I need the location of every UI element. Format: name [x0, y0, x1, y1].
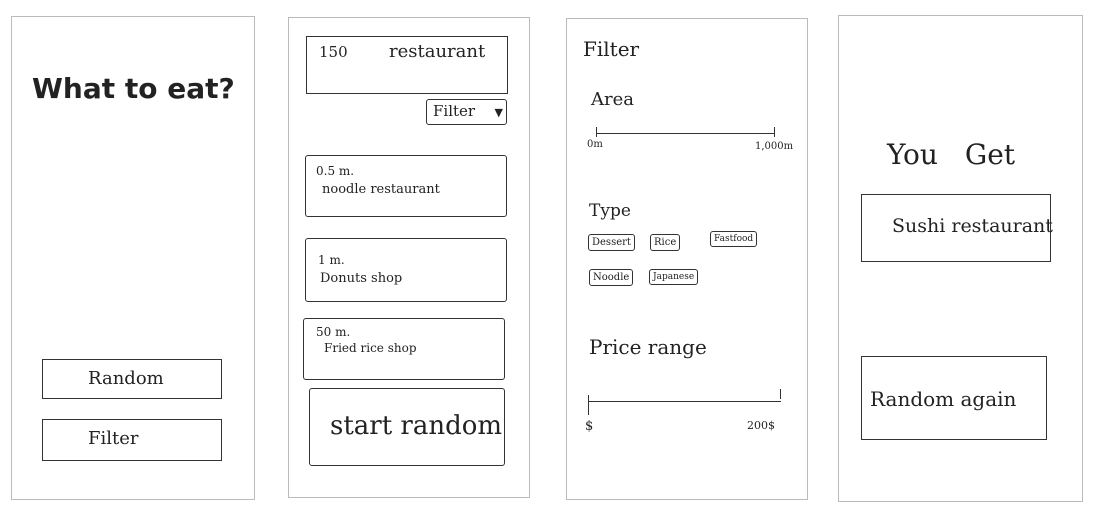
random-button[interactable]: Random	[42, 359, 222, 399]
random-again-button[interactable]: Random again	[861, 356, 1047, 440]
type-chip-rice[interactable]: Rice	[650, 234, 681, 251]
home-title: What to eat?	[32, 72, 235, 105]
filter-button[interactable]: Filter	[42, 419, 222, 461]
type-chip-japanese[interactable]: Japanese	[649, 269, 699, 285]
result-card[interactable]: 1 m. Donuts shop	[305, 238, 507, 302]
filter-title: Filter	[583, 37, 640, 61]
screen-filter: Filter Area 0m 1,000m Type Dessert Rice …	[566, 18, 808, 500]
restaurant-count: 150	[319, 43, 348, 61]
result-card[interactable]: 0.5 m. noodle restaurant	[305, 155, 507, 217]
area-label: Area	[591, 89, 634, 110]
type-chip-noodle[interactable]: Noodle	[589, 269, 634, 286]
restaurant-count-label: restaurant	[389, 41, 486, 62]
filter-dropdown-button[interactable]: Filter ▼	[426, 99, 507, 125]
restaurant-count-box: 150 restaurant	[306, 36, 508, 94]
price-max: 200$	[747, 419, 775, 432]
area-max: 1,000m	[755, 141, 794, 152]
start-random-button[interactable]: start random	[309, 388, 505, 466]
type-chip-dessert[interactable]: Dessert	[588, 234, 635, 251]
type-label: Type	[589, 201, 631, 221]
screen-list: 150 restaurant Filter ▼ 0.5 m. noodle re…	[288, 17, 530, 498]
type-chip-fastfood[interactable]: Fastfood	[710, 231, 758, 247]
area-min: 0m	[587, 139, 603, 150]
price-min: $	[585, 419, 594, 434]
filter-funnel-icon: ▼	[494, 106, 503, 119]
screen-result: You Get Sushi restaurant Random again	[838, 15, 1083, 502]
screen-home: What to eat? Random Filter	[11, 16, 255, 500]
price-range-label: Price range	[589, 335, 707, 359]
result-title: You Get	[887, 138, 1016, 171]
result-box: Sushi restaurant	[861, 194, 1053, 262]
result-card[interactable]: 50 m. Fried rice shop	[303, 318, 505, 380]
